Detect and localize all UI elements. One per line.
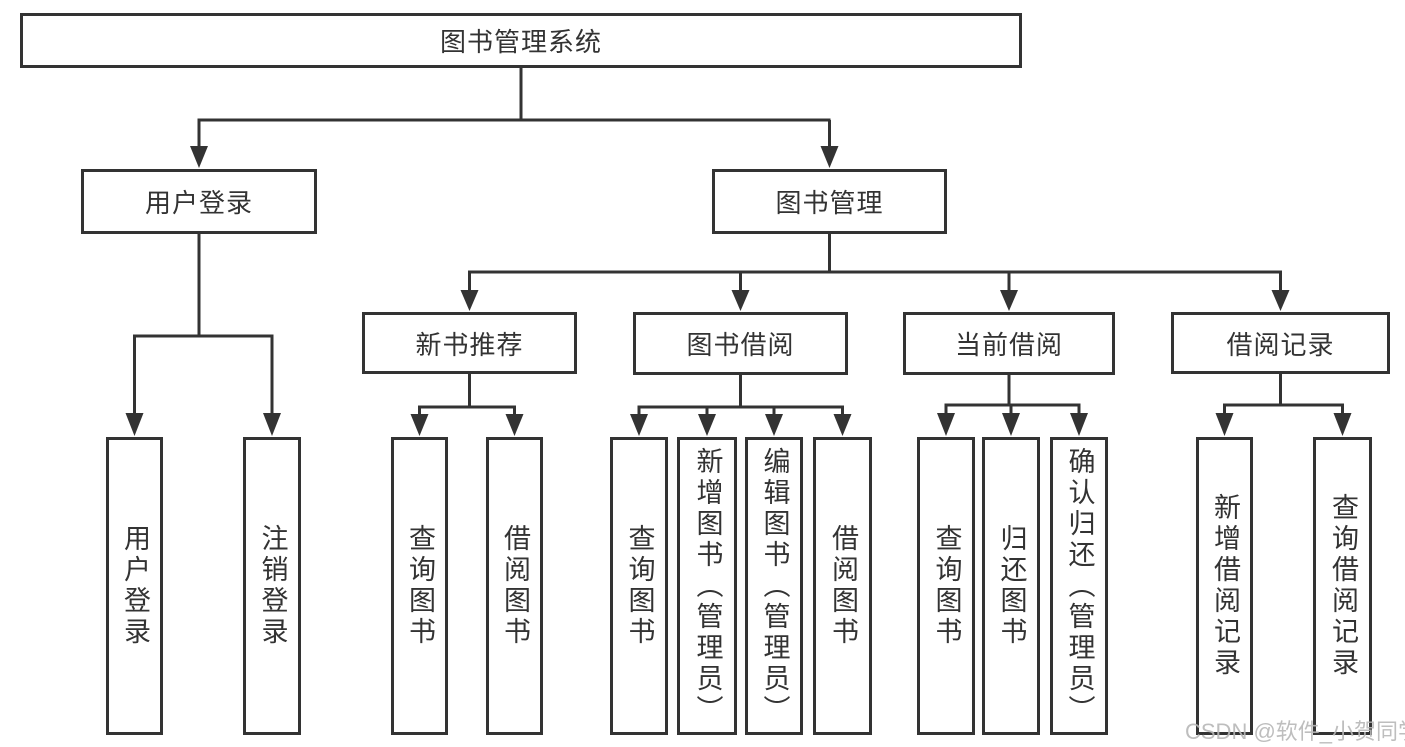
node-label: 借阅记录: [1226, 329, 1335, 360]
node-label: 查询图书: [931, 524, 962, 648]
csdn-watermark: CSDN @软件_小贺同学: [1185, 719, 1405, 744]
node-label: 归还图书: [996, 524, 1027, 648]
leaf-logout: 注销登录: [243, 437, 301, 735]
leaf-borrow-edit-books-admin: 编辑图书（管理员）: [745, 437, 803, 735]
node-user-login: 用户登录: [81, 169, 317, 234]
leaf-current-return-books: 归还图书: [982, 437, 1040, 735]
leaf-borrow-add-books-admin: 新增图书（管理员）: [677, 437, 737, 735]
leaf-borrow-query-books: 查询图书: [610, 437, 668, 735]
leaf-record-add-borrow-record: 新增借阅记录: [1196, 437, 1253, 735]
node-label: 借阅图书: [828, 524, 858, 648]
node-label: 查询图书: [624, 524, 655, 648]
node-label: 编辑图书（管理员）: [759, 446, 790, 726]
node-label: 查询图书: [405, 524, 435, 648]
node-label: 注销登录: [257, 524, 288, 648]
node-label: 查询借阅记录: [1328, 493, 1358, 679]
leaf-current-confirm-return-admin: 确认归还（管理员）: [1050, 437, 1108, 735]
leaf-borrow-borrow-books: 借阅图书: [813, 437, 872, 735]
node-label: 新书推荐: [415, 329, 524, 360]
leaf-user-login: 用户登录: [106, 437, 163, 735]
node-book-management: 图书管理: [712, 169, 947, 234]
leaf-newbook-borrow-books: 借阅图书: [486, 437, 543, 735]
node-label: 新增借阅记录: [1210, 493, 1240, 679]
node-book-borrow: 图书借阅: [633, 312, 848, 375]
node-label: 图书管理系统: [439, 27, 602, 57]
node-label: 借阅图书: [500, 524, 530, 648]
node-label: 图书管理: [775, 188, 884, 218]
node-borrow-record: 借阅记录: [1171, 312, 1390, 374]
node-new-book-recommend: 新书推荐: [362, 312, 577, 374]
leaf-newbook-query-books: 查询图书: [391, 437, 448, 735]
node-label: 用户登录: [120, 524, 150, 648]
node-label: 图书借阅: [686, 330, 795, 360]
node-library-system: 图书管理系统: [20, 13, 1022, 68]
node-label: 新增图书（管理员）: [692, 446, 723, 726]
node-label: 用户登录: [144, 188, 253, 218]
node-label: 确认归还（管理员）: [1064, 446, 1095, 726]
node-label: 当前借阅: [954, 330, 1063, 360]
leaf-current-query-books: 查询图书: [917, 437, 975, 735]
node-current-borrow: 当前借阅: [903, 312, 1115, 375]
leaf-record-query-borrow-record: 查询借阅记录: [1313, 437, 1372, 735]
